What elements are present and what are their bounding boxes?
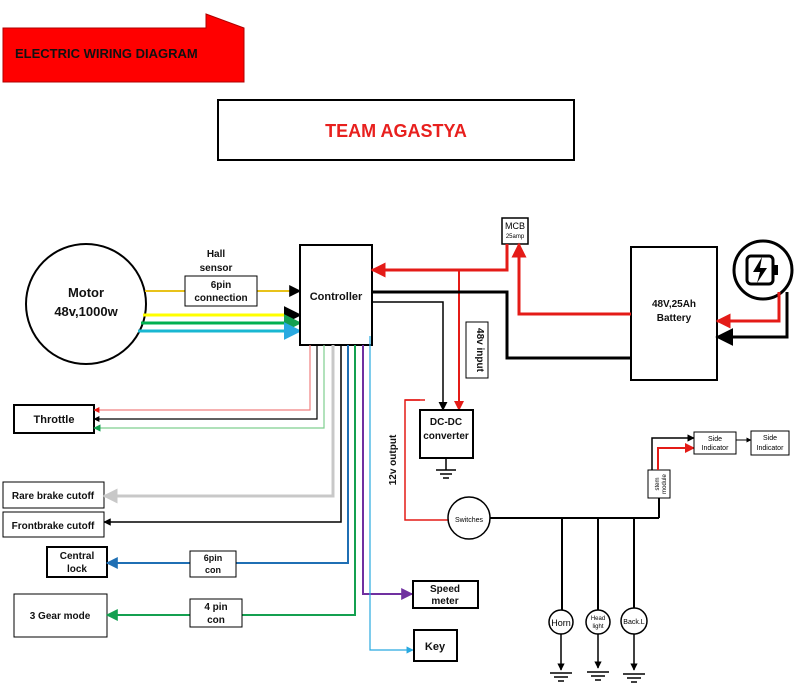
battery-positive-wire	[715, 292, 781, 329]
front-brake-node: Frontbrake cutoff	[2, 511, 105, 538]
speed-meter-node: Speed meter	[412, 580, 479, 609]
battery-to-controller-wire	[372, 290, 631, 360]
dcdc-ground-symbol	[436, 458, 456, 479]
mcb-rating: 25amp	[506, 234, 525, 240]
gear-mode-connector-label-1: 4 pin	[204, 602, 227, 613]
central-lock-connector-label-1: 6pin	[204, 553, 223, 563]
throttle-wire-red	[93, 345, 311, 413]
head-light-node: Head light	[585, 609, 611, 635]
banner-text: ELECTRIC WIRING DIAGRAM	[15, 46, 198, 61]
horn-node: Horn	[548, 609, 574, 635]
stem-module-label-2: module	[662, 474, 668, 494]
rear-brake-node: Rare brake cutoff	[2, 481, 105, 509]
switches-label: Switches	[455, 517, 484, 524]
battery-charging-icon	[732, 239, 794, 301]
controller-to-dcdc-wire	[372, 301, 448, 411]
stem-module-node: stem module	[647, 469, 671, 499]
back-light-node: Back.L	[620, 607, 648, 635]
central-lock-connector-label-2: con	[205, 565, 221, 575]
central-lock-label-2: lock	[67, 564, 87, 575]
back-light-label: Back.L	[623, 619, 645, 626]
motor-node: Motor 48v,1000w	[25, 243, 147, 365]
key-label: Key	[425, 641, 446, 653]
hall-connector-label-1: 6pin	[211, 280, 232, 291]
back-light-ground-symbol	[623, 634, 645, 683]
speed-meter-label-1: Speed	[430, 584, 460, 595]
side-indicator-1-label-2: Indicator	[702, 445, 730, 452]
motor-label: Motor	[68, 285, 104, 300]
controller-label: Controller	[310, 291, 363, 303]
horn-label: Horn	[551, 618, 571, 628]
hall-connector-label-2: connection	[194, 293, 247, 304]
key-wire	[369, 336, 414, 654]
mcb-to-controller-wire	[370, 244, 509, 278]
page-title: TEAM AGASTYA	[325, 121, 467, 141]
rear-brake-wire	[102, 345, 335, 504]
battery-to-mcb-wire	[511, 242, 631, 316]
battery-label-1: 48V,25Ah	[652, 299, 696, 310]
input-48v-label: 48v input	[474, 328, 485, 373]
motor-rating: 48v,1000w	[54, 304, 118, 319]
rear-brake-label: Rare brake cutoff	[12, 491, 95, 502]
central-lock-wire	[105, 345, 349, 569]
hall-connector: 6pin connection	[184, 275, 258, 307]
throttle-label: Throttle	[34, 414, 75, 426]
side-indicator-1-label-1: Side	[708, 436, 722, 443]
title-box: TEAM AGASTYA	[217, 99, 575, 161]
mcb-node: MCB 25amp	[501, 217, 529, 245]
head-light-ground-symbol	[587, 634, 609, 681]
indicator-wire-black	[651, 434, 695, 470]
battery-negative-wire	[715, 292, 789, 346]
throttle-node: Throttle	[13, 404, 95, 434]
front-brake-label: Frontbrake cutoff	[12, 521, 95, 532]
dcdc-label-1: DC-DC	[430, 417, 462, 428]
head-light-label-1: Head	[591, 616, 605, 622]
horn-ground-symbol	[550, 634, 572, 682]
speed-meter-label-2: meter	[431, 596, 458, 607]
diagram-banner: ELECTRIC WIRING DIAGRAM	[2, 13, 245, 83]
central-lock-label-1: Central	[60, 551, 95, 562]
central-lock-connector: 6pin con	[189, 550, 237, 578]
gear-mode-connector-label-2: con	[207, 615, 225, 626]
dcdc-label-2: converter	[423, 431, 469, 442]
head-light-label-2: light	[592, 624, 603, 630]
throttle-wire-black	[93, 345, 318, 422]
controller-node: Controller	[299, 244, 373, 346]
stem-module-label-1: stem	[655, 477, 661, 490]
hall-sensor-label-2: sensor	[200, 263, 233, 274]
side-indicator-1: Side Indicator	[693, 431, 737, 455]
indicator-wire-red	[657, 443, 695, 470]
key-node: Key	[413, 629, 458, 662]
side-indicator-2: Side Indicator	[750, 430, 790, 456]
input-48v-tag: 48v input	[465, 321, 489, 379]
battery-node: 48V,25Ah Battery	[630, 246, 718, 381]
gear-mode-node: 3 Gear mode	[13, 593, 108, 638]
hall-sensor-label-1: Hall	[207, 249, 226, 260]
central-lock-node: Central lock	[46, 546, 108, 578]
side-indicator-2-label-2: Indicator	[757, 445, 785, 452]
throttle-wire-green	[93, 345, 325, 432]
speed-meter-wire	[362, 345, 414, 600]
side-indicator-2-label-1: Side	[763, 435, 777, 442]
dcdc-converter-node: DC-DC converter	[419, 409, 474, 459]
battery-label-2: Battery	[657, 313, 692, 324]
switches-node: Switches	[447, 496, 491, 540]
gear-mode-connector: 4 pin con	[189, 598, 243, 628]
gear-mode-label: 3 Gear mode	[30, 611, 91, 622]
front-brake-wire	[103, 345, 342, 526]
mcb-label: MCB	[505, 221, 525, 231]
output-12v-label: 12v output	[388, 434, 399, 485]
